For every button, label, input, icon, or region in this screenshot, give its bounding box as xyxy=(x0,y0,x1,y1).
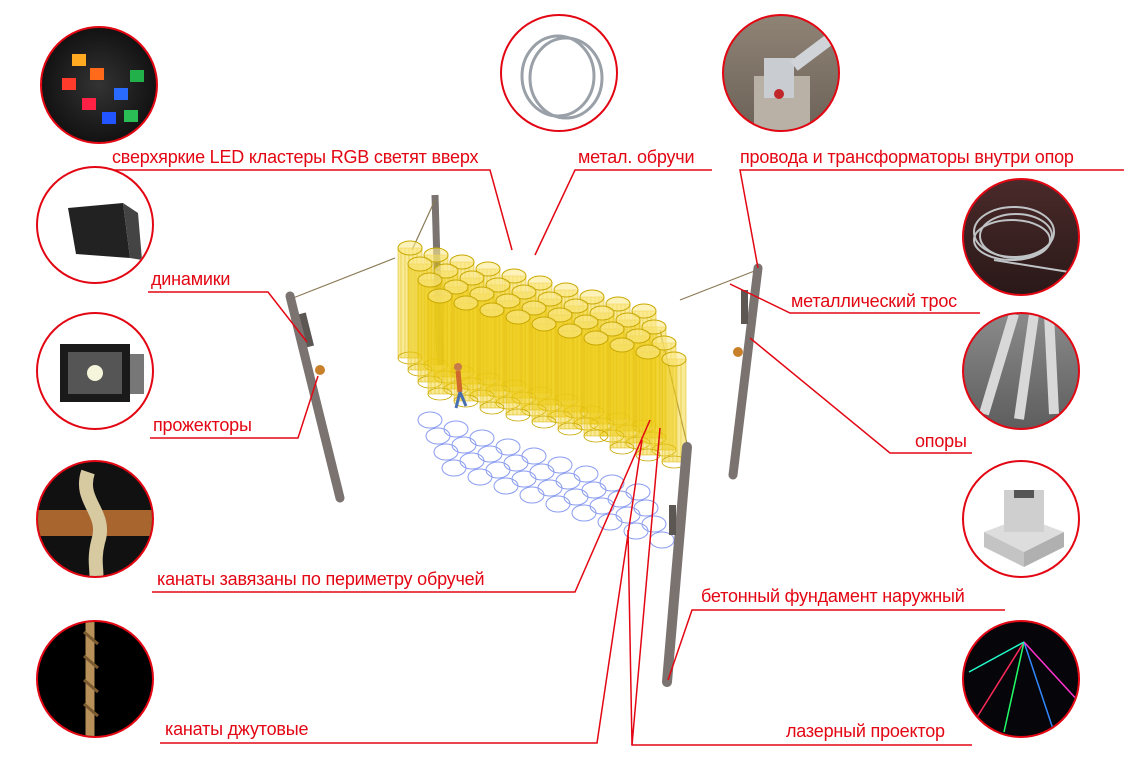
ground-ring xyxy=(555,472,581,490)
hoop-cylinder xyxy=(661,351,687,469)
led-clusters-photo xyxy=(40,26,158,144)
ground-ring xyxy=(521,447,547,465)
ground-ring xyxy=(597,513,623,531)
ground-ring xyxy=(451,436,477,454)
ground-ring xyxy=(547,456,573,474)
jute-rope-photo xyxy=(36,620,154,738)
label-wires: провода и трансформаторы внутри опор xyxy=(740,147,1074,167)
label-metal-hoops: метал. обручи xyxy=(578,147,695,167)
ground-ring xyxy=(443,420,469,438)
label-steel-cable: металлический трос xyxy=(791,291,957,311)
rope-knot-photo xyxy=(36,460,154,578)
ground-ring xyxy=(485,461,511,479)
ground-ring xyxy=(607,490,633,508)
steel-poles-photo xyxy=(962,312,1080,430)
ground-ring xyxy=(511,470,537,488)
ground-ring xyxy=(537,479,563,497)
ground-ring xyxy=(545,495,571,513)
ground-ring xyxy=(495,438,521,456)
ground-ring xyxy=(417,411,443,429)
person-figure xyxy=(454,363,468,409)
label-laser: лазерный проектор xyxy=(786,721,945,741)
ground-ring xyxy=(615,506,641,524)
laser-projector-photo xyxy=(962,620,1080,738)
ground-ring xyxy=(477,445,503,463)
ground-ring xyxy=(503,454,529,472)
hoop-cylinder xyxy=(531,316,557,429)
label-led-clusters: сверхяркие LED кластеры RGB светят вверх xyxy=(112,147,479,167)
ground-ring xyxy=(563,488,589,506)
label-spotlights: прожекторы xyxy=(153,415,252,435)
hoop-cylinder xyxy=(479,302,505,415)
hoop-cylinder xyxy=(557,323,583,436)
leader-lines xyxy=(100,169,1124,746)
label-poles: опоры xyxy=(915,431,967,451)
metal-hoops-photo xyxy=(500,14,618,132)
ground-ring xyxy=(467,468,493,486)
ground-ring xyxy=(459,452,485,470)
label-speakers: динамики xyxy=(151,269,231,289)
concrete-foundation-photo xyxy=(962,460,1080,578)
ground-ring xyxy=(529,463,555,481)
hoop-cylinder xyxy=(609,337,635,455)
floodlight-photo xyxy=(36,312,154,430)
ground-ring xyxy=(573,465,599,483)
spotlight-icon xyxy=(315,365,325,375)
ground-ring xyxy=(571,504,597,522)
ground-ring xyxy=(581,481,607,499)
ground-ring xyxy=(441,459,467,477)
hoop-cylinder xyxy=(635,344,661,462)
label-ropes-tied: канаты завязаны по периметру обручей xyxy=(157,569,485,589)
ground-ring xyxy=(519,486,545,504)
steel-cable-photo xyxy=(962,178,1080,296)
spotlight-icon xyxy=(733,347,743,357)
yellow-cylinders xyxy=(397,240,687,469)
speaker-photo xyxy=(36,166,154,284)
ground-ring xyxy=(633,499,659,517)
hoop-cylinder xyxy=(505,309,531,422)
pole-base-photo xyxy=(722,14,840,132)
label-jute-ropes: канаты джутовые xyxy=(165,719,309,739)
poles xyxy=(285,263,763,687)
ground-ring xyxy=(469,429,495,447)
ground-ring xyxy=(425,427,451,445)
label-foundation: бетонный фундамент наружный xyxy=(701,586,965,606)
ground-ring xyxy=(641,515,667,533)
ground-ring xyxy=(493,477,519,495)
ground-ring xyxy=(433,443,459,461)
ground-ring xyxy=(623,522,649,540)
ground-ring xyxy=(625,483,651,501)
hoop-cylinder xyxy=(583,330,609,443)
hoop-cylinder xyxy=(427,288,453,401)
